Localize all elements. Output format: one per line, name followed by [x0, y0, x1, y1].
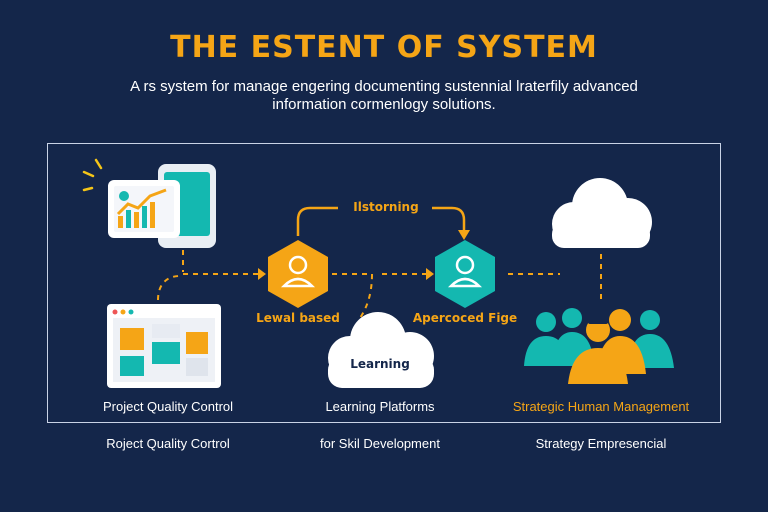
cloud-label: Learning — [350, 357, 410, 371]
page-subtitle-line-1: A rs system for manage engering document… — [130, 78, 638, 95]
footer-right: Strategy Empresencial — [535, 436, 667, 451]
column-right-caption: Strategic Human Management — [512, 399, 690, 414]
page-title: THE ESTENT OF SYSTEM — [170, 30, 598, 65]
column-mid-caption: Learning Platforms — [325, 399, 435, 414]
node-right-label: Apercoced Fige — [412, 311, 518, 325]
chart-tablet-icon — [82, 158, 216, 248]
dashboard-window-icon — [107, 304, 221, 388]
cloud-icon — [552, 178, 652, 248]
footer-left: Roject Quality Cortrol — [106, 436, 230, 451]
column-left-caption: Project Quality Control — [102, 399, 234, 414]
diagram-frame — [47, 143, 721, 423]
node-left-label: Lewal based — [256, 311, 340, 325]
user-hexagon-icon — [268, 240, 328, 308]
user-hexagon-icon — [435, 240, 495, 308]
footer-mid: for Skil Development — [320, 436, 440, 451]
cloud-icon — [328, 312, 434, 388]
team-people-icon — [524, 308, 674, 384]
page-subtitle-line-2: information cormenlogy solutions. — [272, 96, 496, 113]
top-connector-label: Ilstorning — [353, 200, 419, 214]
